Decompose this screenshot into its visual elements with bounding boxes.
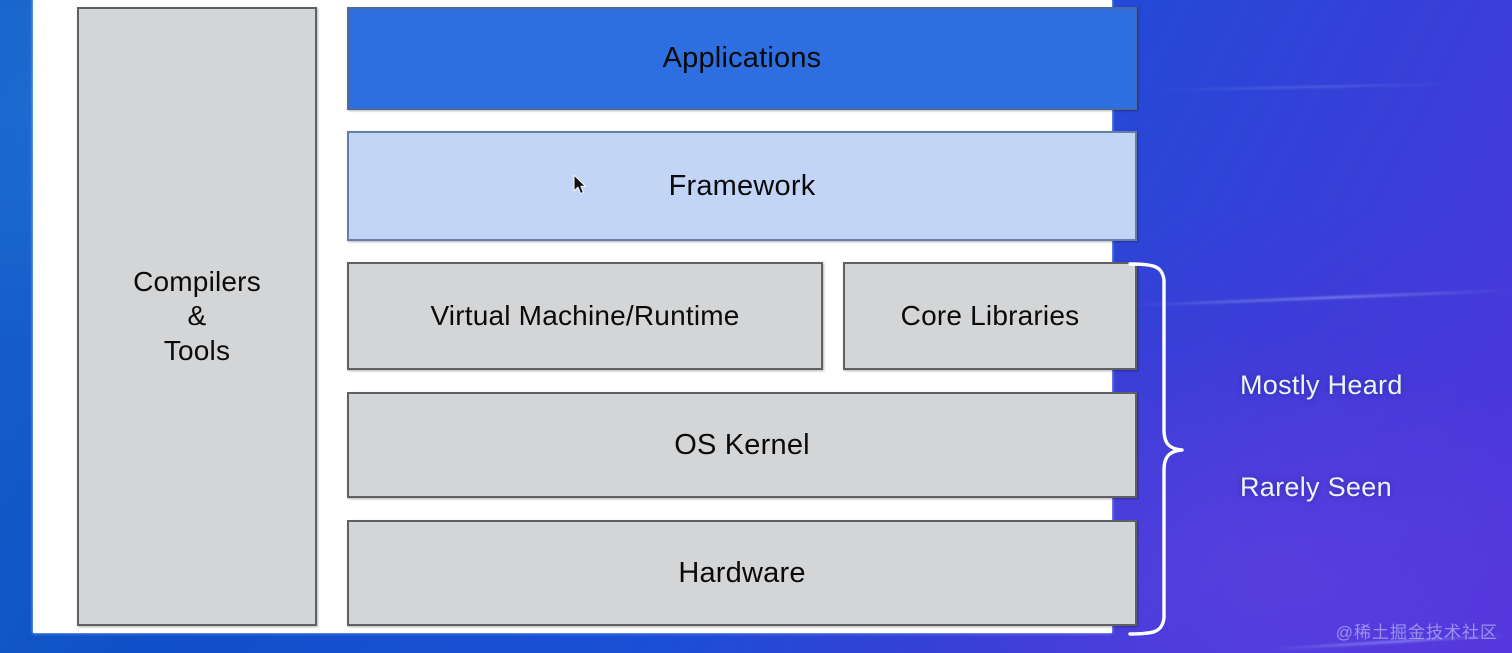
compilers-line-2: &	[187, 300, 207, 332]
annotation-label-rarely-seen: Rarely Seen	[1240, 472, 1392, 502]
diagram-box-core-libraries[interactable]: Core Libraries	[843, 262, 1137, 370]
diagram-box-label: OS Kernel	[674, 428, 810, 461]
diagram-box-applications[interactable]: Applications	[347, 7, 1137, 110]
annotation-label-mostly-heard: Mostly Heard	[1240, 370, 1403, 400]
slide-white-panel: Compilers & Tools Applications Framework…	[33, 0, 1137, 633]
diagram-box-label: Core Libraries	[900, 300, 1080, 331]
watermark-text: @稀土掘金技术社区	[1335, 623, 1498, 642]
diagram-box-os-kernel[interactable]: OS Kernel	[347, 392, 1137, 498]
diagram-box-label: Applications	[662, 42, 822, 74]
compilers-line-1: Compilers	[133, 266, 261, 298]
diagram-box-label: Hardware	[678, 556, 806, 589]
compilers-line-3: Tools	[163, 334, 231, 366]
diagram-box-label: Framework	[668, 169, 816, 202]
diagram-box-hardware[interactable]: Hardware	[347, 520, 1137, 626]
diagram-box-compilers-tools[interactable]: Compilers & Tools	[77, 7, 317, 626]
diagram-box-framework[interactable]: Framework	[347, 131, 1137, 241]
diagram-box-label: Virtual Machine/Runtime	[430, 300, 740, 331]
diagram-box-virtual-machine-runtime[interactable]: Virtual Machine/Runtime	[347, 262, 823, 370]
